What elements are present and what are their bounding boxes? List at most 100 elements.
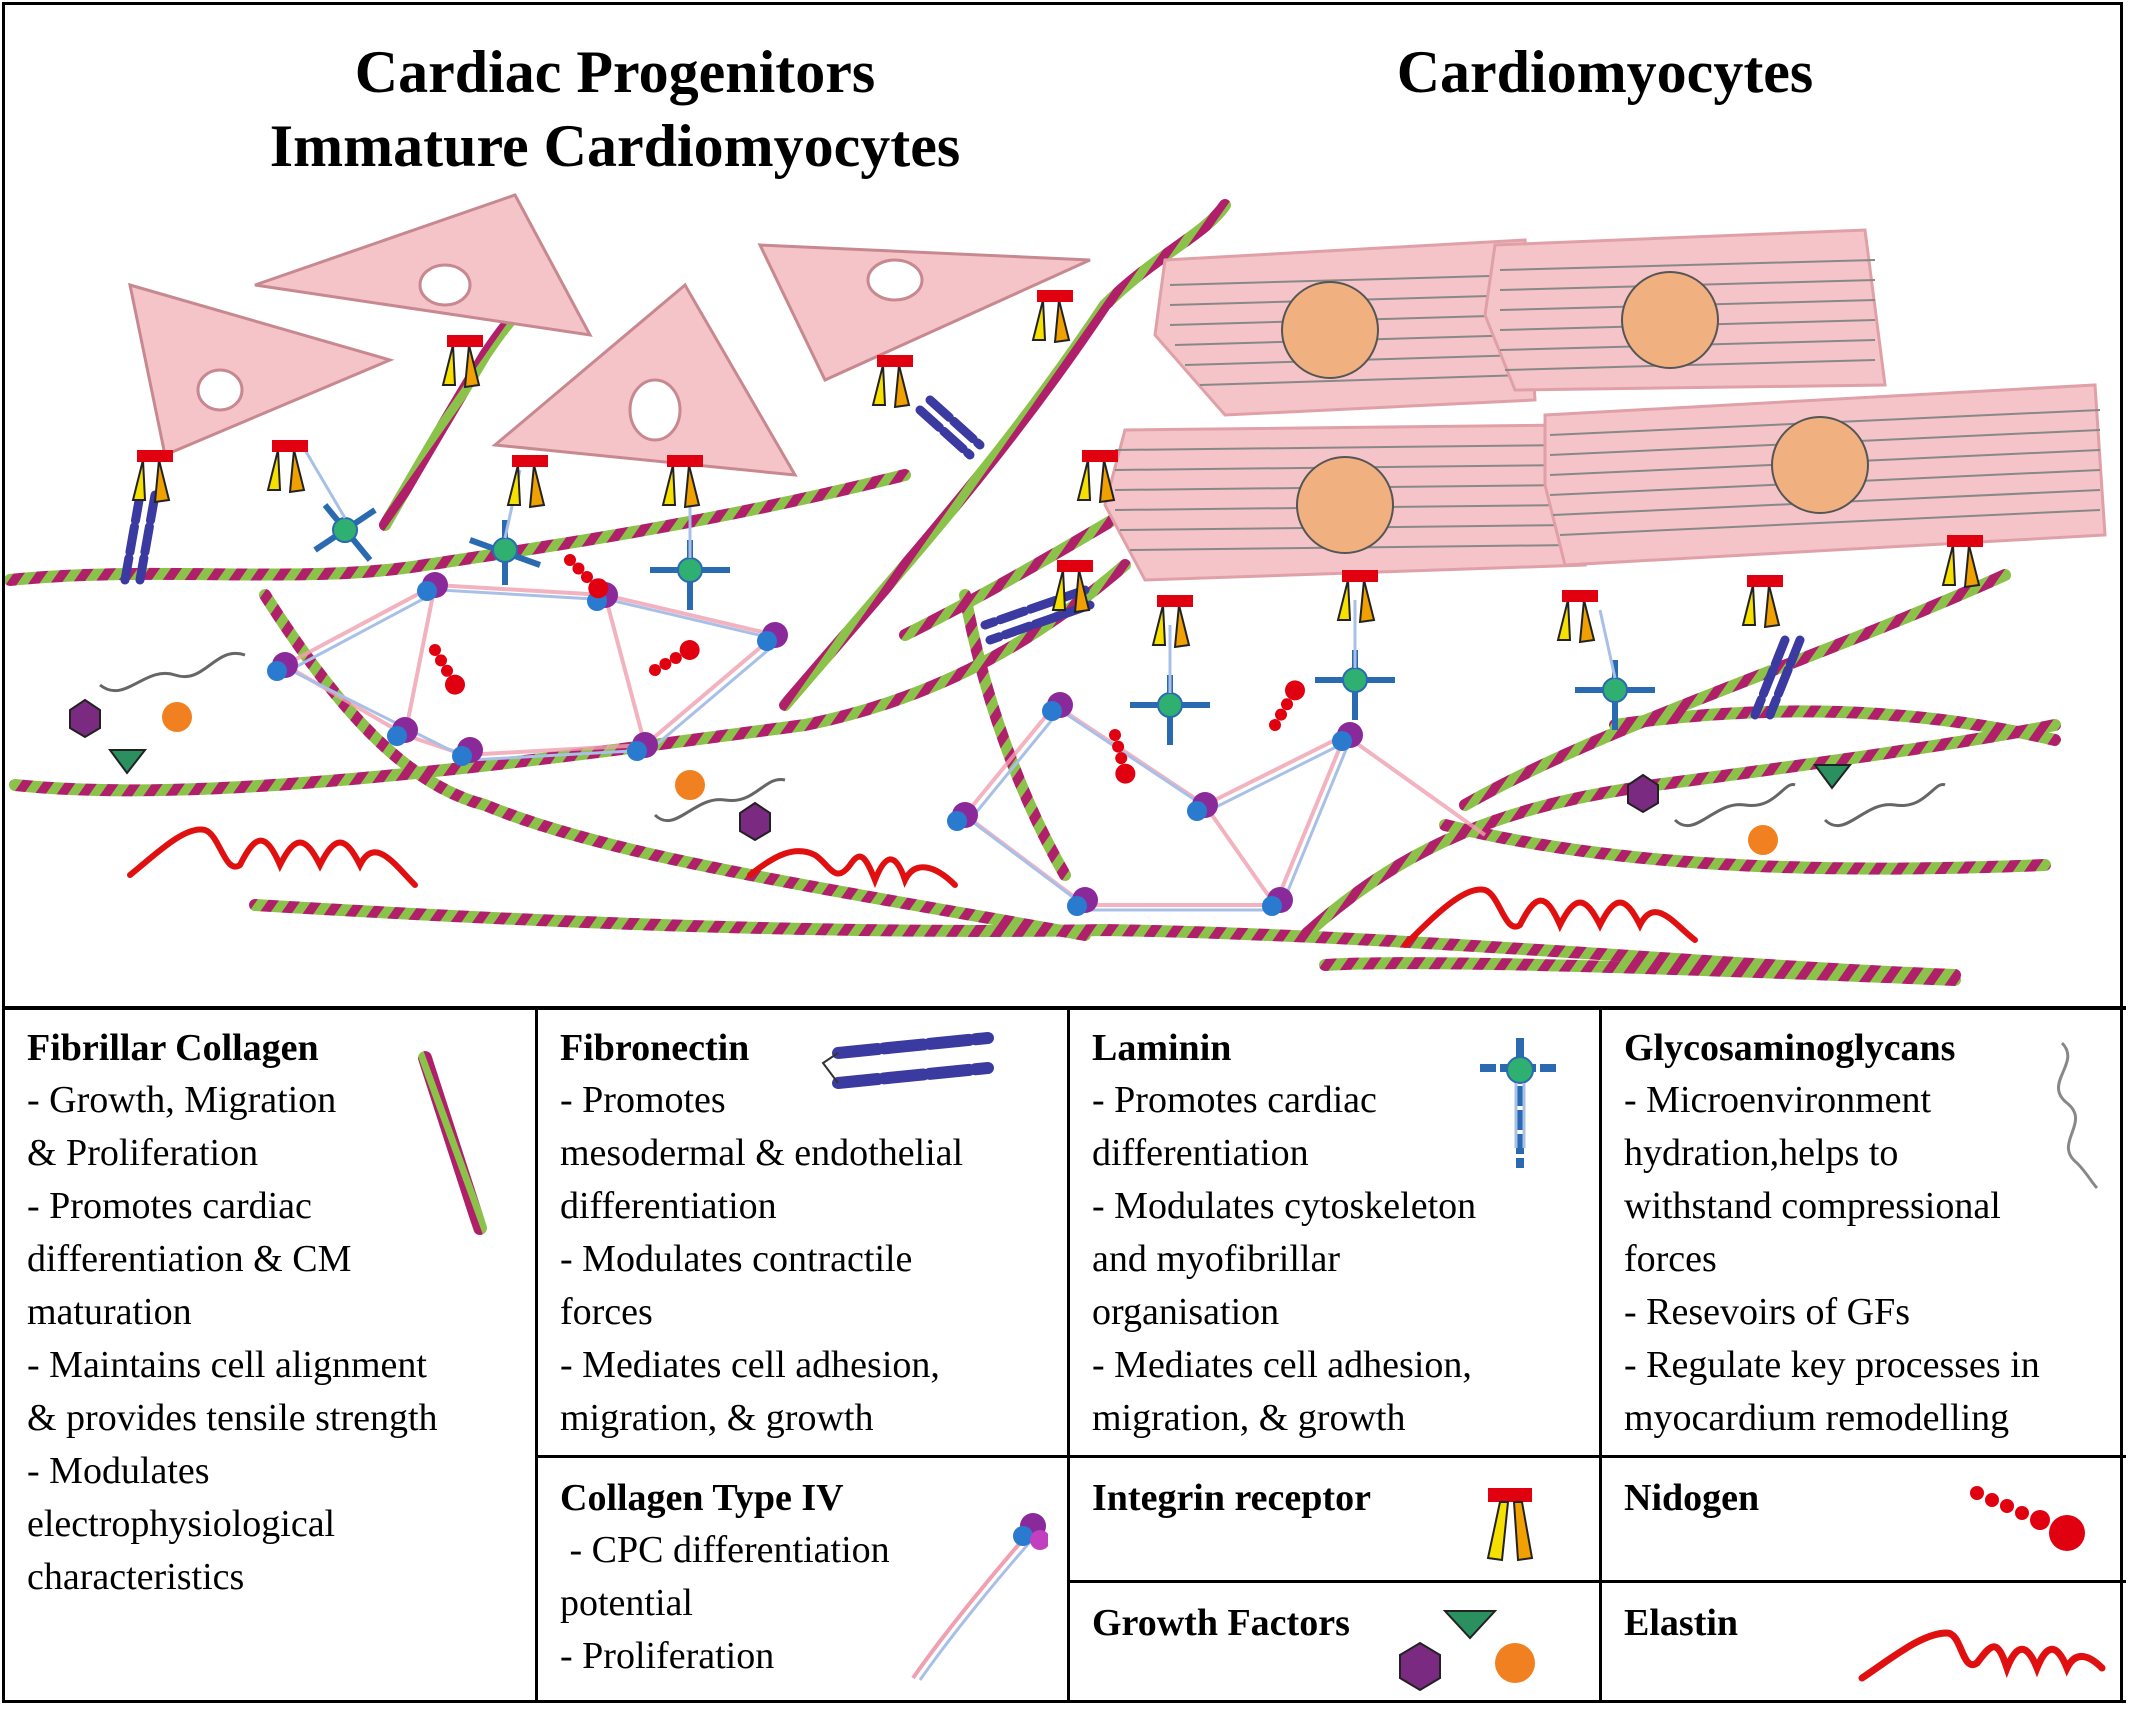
legend-text-line: characteristics — [27, 1556, 245, 1598]
collagen-fibre — [1319, 957, 1961, 986]
legend-text-line: - Regulate key processes in — [1624, 1344, 2040, 1386]
legend-text-line: - Growth, Migration — [27, 1079, 337, 1121]
cardiomyocyte — [1543, 383, 2107, 567]
legend-text-line: maturation — [27, 1291, 192, 1333]
legend-text-line: - Mediates cell adhesion, — [1092, 1344, 1472, 1386]
legend-cell-glycosaminoglycans: Glycosaminoglycans - Microenvironment hy… — [1602, 1008, 2126, 1458]
gf-sphere — [162, 702, 192, 732]
legend-text-line: - Mediates cell adhesion, — [560, 1344, 940, 1386]
legend-text-line: - Microenvironment — [1624, 1079, 1932, 1121]
integrin-receptor-icon — [1486, 1488, 1534, 1562]
legend-text-line: hydration,helps to — [1624, 1132, 1899, 1174]
legend-text-line: - Modulates — [27, 1450, 210, 1492]
legend-title-fibronectin: Fibronectin — [560, 1027, 750, 1069]
gag-icon — [2057, 1041, 2099, 1190]
legend-text-line: forces — [1624, 1238, 1717, 1280]
fibronectin-icon — [821, 1032, 994, 1089]
legend-top-border — [5, 1006, 2126, 1010]
legend-cell-integrin: Integrin receptor — [1070, 1458, 1602, 1583]
progenitor-cell — [491, 282, 798, 477]
legend-text-line: - Proliferation — [560, 1635, 775, 1677]
collagen-fibre — [259, 589, 1091, 941]
legend-text-line: - Promotes cardiac — [1092, 1079, 1377, 1121]
legend-text-line: differentiation — [560, 1185, 777, 1227]
legend-title-collagen-iv: Collagen Type IV — [560, 1477, 844, 1519]
legend-text-line: potential — [560, 1582, 693, 1624]
legend-text-line: mesodermal & endothelial — [560, 1132, 964, 1174]
cardiomyocyte — [1153, 238, 1537, 417]
legend-text-line: differentiation — [1092, 1132, 1309, 1174]
collagen-fibre — [959, 589, 1071, 881]
title-left-line1: Cardiac Progenitors — [354, 39, 876, 105]
legend-title-glycosaminoglycans: Glycosaminoglycans — [1624, 1027, 1956, 1069]
legend-table: Fibrillar Collagen - Growth, Migration &… — [5, 1008, 2126, 1706]
gf-triangle — [1813, 764, 1853, 790]
legend-text-line: myocardium remodelling — [1624, 1397, 2010, 1439]
nidogen-icon — [1970, 1486, 2085, 1551]
legend-text-line: - CPC differentiation — [560, 1529, 890, 1571]
nidogen-molecules — [429, 554, 1305, 784]
legend-cell-nidogen: Nidogen — [1602, 1458, 2126, 1583]
collagen-fibre — [249, 899, 1961, 981]
legend-text-line: forces — [560, 1291, 653, 1333]
legend-cell-laminin: Laminin - Promotes cardiac differentiati… — [1070, 1008, 1602, 1458]
collagen-fibre — [1609, 705, 2061, 746]
legend-text-line: & provides tensile strength — [27, 1397, 438, 1439]
legend-text-line: & Proliferation — [27, 1132, 259, 1174]
fibronectin-links — [120, 395, 1805, 720]
legend-text-line: and myofibrillar — [1092, 1238, 1340, 1280]
legend-cell-collagen-iv: Collagen Type IV - CPC differentiation p… — [538, 1458, 1070, 1703]
legend-cell-growth-factors: Growth Factors — [1070, 1583, 1602, 1703]
integrin-receptors — [131, 290, 1983, 649]
elastin-icon — [1858, 1629, 2106, 1682]
legend-text-line: - Modulates cytoskeleton — [1092, 1185, 1477, 1227]
legend-title-laminin: Laminin — [1092, 1027, 1232, 1069]
legend-text-line: migration, & growth — [560, 1397, 874, 1439]
collagen-fibre — [1459, 569, 2011, 811]
legend-text-line: differentiation & CM — [27, 1238, 352, 1280]
title-right: Cardiomyocytes — [1396, 39, 1814, 105]
collagen-fibre — [1299, 719, 2061, 941]
legend-text-line: electrophysiological — [27, 1503, 336, 1545]
legend-title-fibrillar-collagen: Fibrillar Collagen — [27, 1027, 319, 1069]
legend-text-line: - Maintains cell alignment — [27, 1344, 427, 1386]
legend-text-line: - Resevoirs of GFs — [1624, 1291, 1911, 1333]
collagen-fibre — [1439, 819, 2051, 875]
legend-text-line: organisation — [1092, 1291, 1280, 1333]
laminin-icon — [1480, 1038, 1560, 1168]
progenitor-cells — [128, 193, 1091, 477]
cardiomyocyte — [1103, 423, 1587, 582]
gf-hexagon — [739, 801, 771, 842]
progenitor-cell — [757, 243, 1091, 382]
legend-title-elastin: Elastin — [1624, 1602, 1739, 1644]
collagen-fibre — [779, 199, 1231, 711]
progenitor-cell — [128, 282, 395, 458]
cardiomyocyte — [1483, 228, 1887, 392]
collagen-iv-icon — [911, 1513, 1048, 1681]
collagen-fibre — [9, 559, 1131, 797]
gf-sphere — [1748, 825, 1778, 855]
growth-factors — [69, 698, 1853, 855]
growth-factors-icon — [1399, 1610, 1535, 1692]
gf-sphere — [675, 770, 705, 800]
legend-text-line: - Promotes — [560, 1079, 726, 1121]
legend-text-line: migration, & growth — [1092, 1397, 1406, 1439]
collagen-fibre-icon — [418, 1051, 487, 1235]
gf-triangle — [108, 749, 148, 775]
title-left-line2: Immature Cardiomyocytes — [269, 113, 961, 179]
legend-cell-elastin: Elastin — [1602, 1583, 2126, 1703]
legend-title-nidogen: Nidogen — [1624, 1477, 1760, 1519]
legend-title-growth-factors: Growth Factors — [1092, 1602, 1350, 1644]
elastin-fibres — [127, 826, 1698, 948]
collagen-fibre — [5, 469, 911, 586]
illustration-panel: Cardiac Progenitors Immature Cardiomyocy… — [5, 5, 2126, 1008]
gf-hexagon — [1627, 773, 1659, 814]
gf-hexagon — [69, 698, 101, 739]
glycosaminoglycans — [99, 651, 1946, 828]
progenitor-cell — [254, 193, 593, 337]
legend-cell-fibronectin: Fibronectin - Promotes mesodermal & endo… — [538, 1008, 1070, 1458]
legend-text-line: - Promotes cardiac — [27, 1185, 312, 1227]
ecm-illustration — [5, 193, 2107, 986]
legend-cell-fibrillar-collagen: Fibrillar Collagen - Growth, Migration &… — [5, 1008, 538, 1703]
